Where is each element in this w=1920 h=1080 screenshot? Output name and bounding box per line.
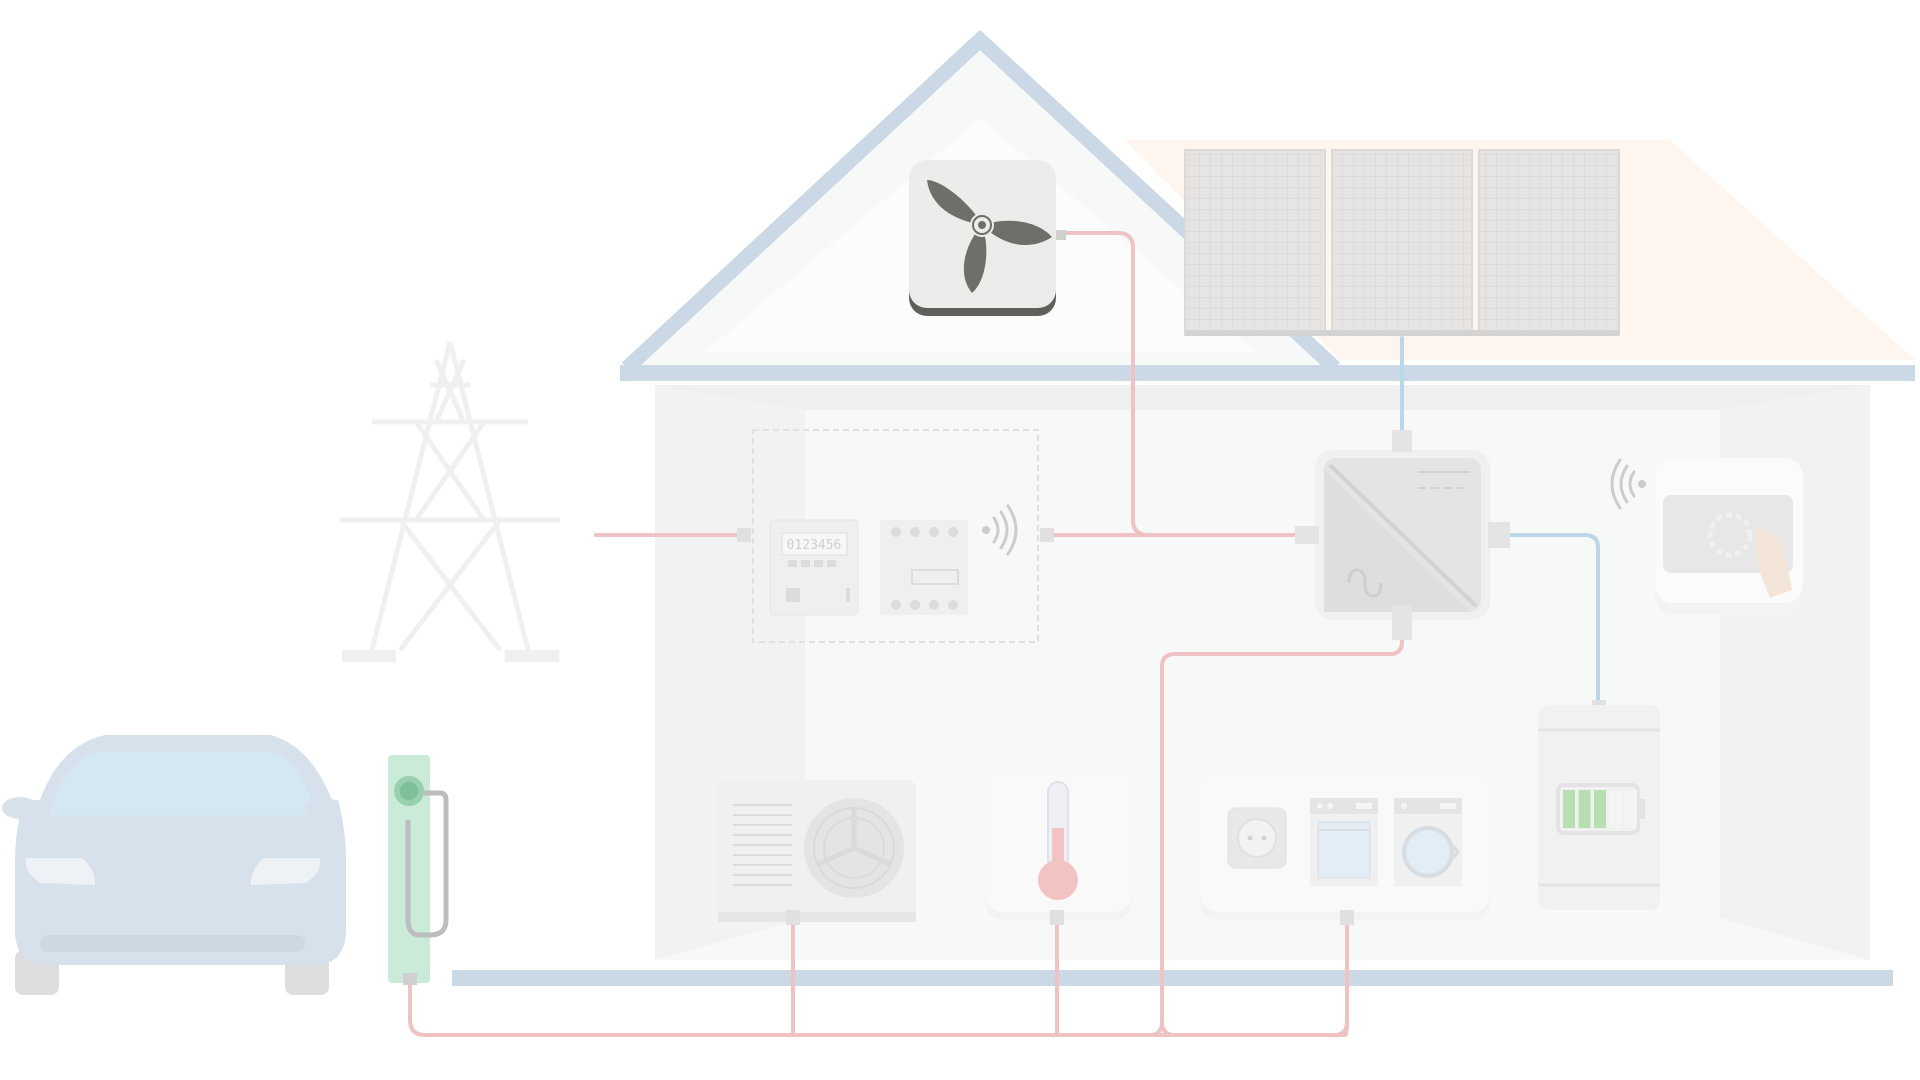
solar-panel-1 (1184, 149, 1326, 336)
thermometer-icon (985, 772, 1132, 925)
ac-cable-fan (1060, 231, 1177, 537)
ac-cable-appliances (1160, 923, 1349, 1037)
solar-panel-3 (1478, 149, 1620, 336)
power-socket-icon (1227, 807, 1287, 869)
house-ceiling-shade (655, 385, 1870, 410)
smart-relay-icon (880, 520, 968, 615)
ev-car-icon (2, 735, 346, 995)
ac-cable-inverter-down (1148, 603, 1404, 1037)
washing-machine-icon (1394, 798, 1462, 886)
electric-meter-icon: 0123456 (769, 519, 859, 616)
oven-icon (1310, 798, 1378, 886)
meter-box (737, 429, 1054, 643)
dc-cable-battery (1456, 533, 1600, 702)
ac-cable-bottom-bus (408, 983, 1349, 1037)
wireless-signal-icon (982, 504, 1018, 556)
smart-display-icon (1655, 458, 1803, 614)
solar-panel-2 (1331, 149, 1473, 336)
battery-cell (1563, 790, 1575, 828)
battery-cell (1625, 790, 1637, 828)
wallbox-charger-icon (388, 755, 449, 985)
battery-level (1563, 790, 1637, 828)
battery-cell (1609, 790, 1622, 828)
battery-cell (1578, 790, 1591, 828)
solar-panel-icon (1184, 149, 1620, 336)
ventilation-fan-icon (909, 160, 1066, 316)
meter-display: 0123456 (787, 538, 842, 553)
cables (408, 231, 1600, 1037)
battery-cell (1594, 790, 1606, 828)
wireless-signal-icon (1610, 458, 1646, 510)
power-tower-icon (340, 341, 560, 662)
heat-pump-icon (718, 780, 916, 925)
home-battery-icon (1538, 700, 1660, 910)
inverter-icon (1295, 430, 1510, 640)
